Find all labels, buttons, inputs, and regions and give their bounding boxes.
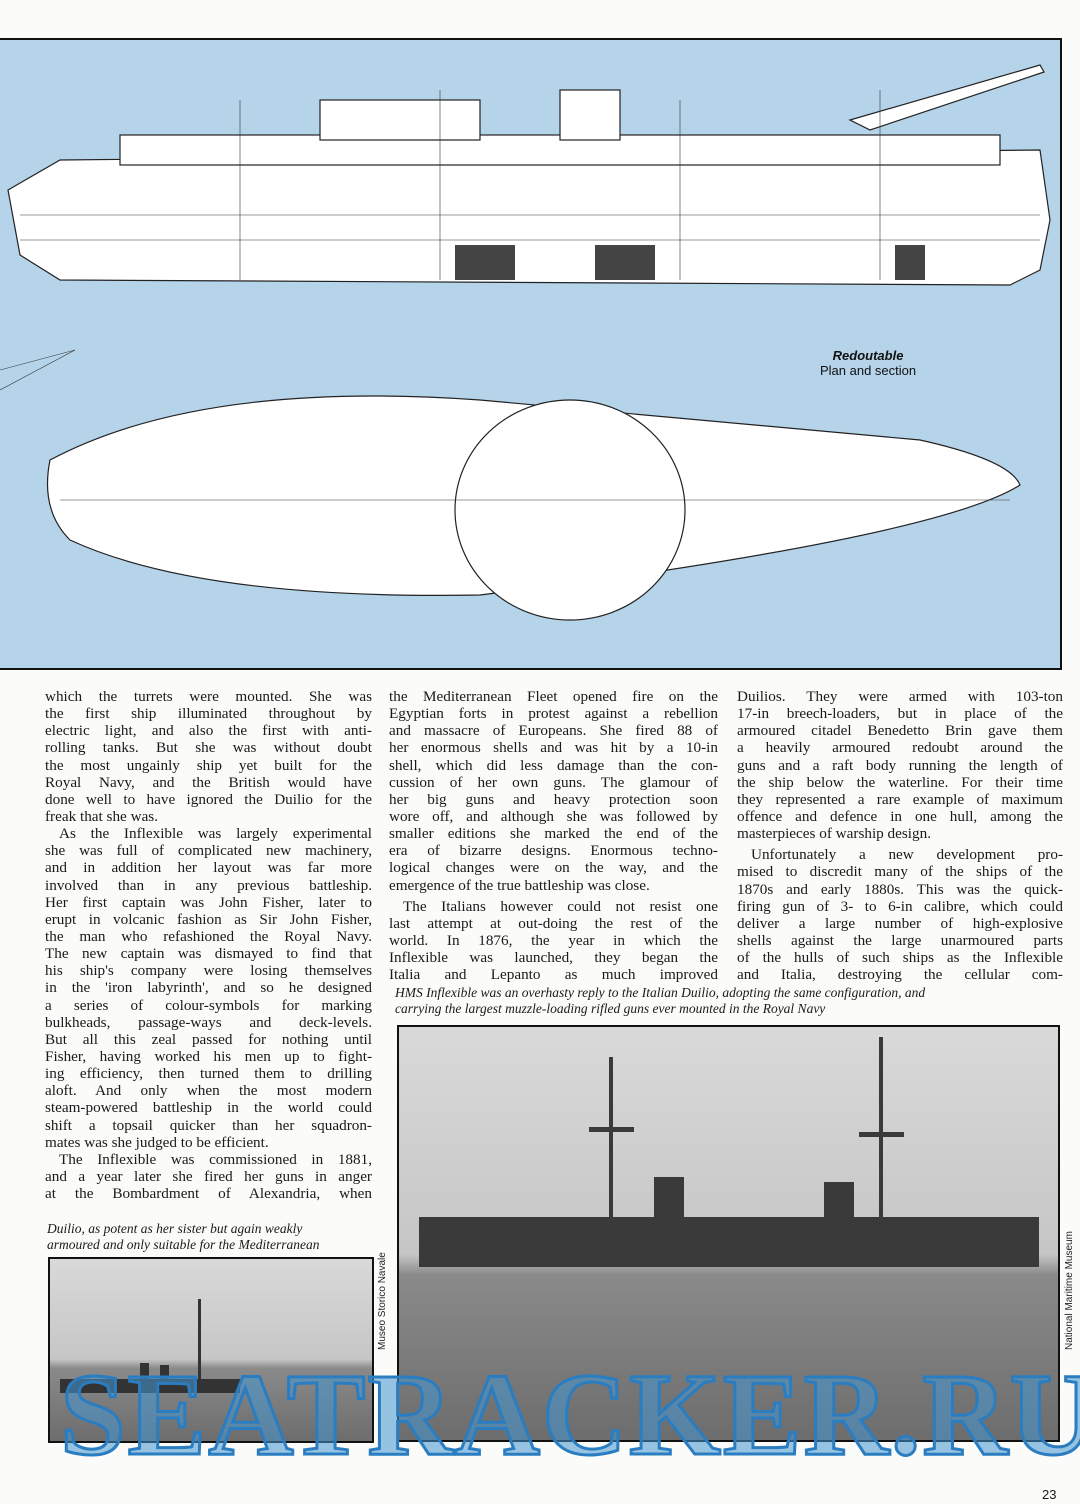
- text-line: last attempt at out-doing the rest of th…: [389, 914, 718, 932]
- text-line: The Inflexible was commissioned in 1881,: [59, 1150, 372, 1168]
- caption-line: Duilio, as potent as her sister but agai…: [47, 1221, 303, 1236]
- text-line: Egyptian forts in protest against a rebe…: [389, 705, 718, 723]
- text-line: smaller editions she marked the end of t…: [389, 825, 718, 843]
- drawing-subtitle: Plan and section: [820, 363, 917, 378]
- text-line: ing efficiency, then turned them to dril…: [45, 1065, 372, 1083]
- text-line: deliver a large number of high-explosive: [737, 914, 1063, 932]
- text-line: offence and defence in one hull, among t…: [737, 807, 1063, 825]
- text-line: wore off, and although she was followed …: [389, 807, 718, 825]
- text-line: Duilios. They were armed with 103-ton: [737, 688, 1063, 705]
- text-line: a series of colour-symbols for marking: [45, 996, 372, 1014]
- duilio-caption: Duilio, as potent as her sister but agai…: [47, 1221, 372, 1253]
- watermark: SEATRACKER.RU: [59, 1349, 1080, 1480]
- text-line: Her first captain was John Fisher, later…: [45, 893, 372, 911]
- text-line: Inflexible was launched, they began the: [389, 949, 718, 967]
- text-line: Italia and Lepanto as much improved: [389, 966, 718, 984]
- text-line: she was full of complicated new machiner…: [45, 842, 372, 860]
- text-line: The Italians however could not resist on…: [403, 897, 718, 915]
- inflexible-photo-credit: National Maritime Museum: [1064, 1231, 1075, 1350]
- text-line: the Mediterranean Fleet opened fire on t…: [389, 688, 718, 705]
- text-line: at the Bombardment of Alexandria, when: [45, 1185, 372, 1203]
- text-line: bulkheads, passage-ways and deck-levels.: [45, 1013, 372, 1031]
- text-line: Unfortunately a new development pro-: [751, 846, 1063, 864]
- text-line: the man who refashioned the Royal Navy.: [45, 927, 372, 945]
- duilio-photo: [48, 1257, 374, 1443]
- text-line: emergence of the true battleship was clo…: [389, 876, 650, 894]
- text-line: mised to discredit many of the ships of …: [737, 863, 1063, 881]
- text-line: 1870s and early 1880s. This was the quic…: [737, 880, 1063, 898]
- inflexible-photo: [397, 1025, 1060, 1442]
- text-line: steam-powered battleship in the world co…: [45, 1099, 372, 1117]
- text-line: world. In 1876, the year in which the: [389, 931, 718, 949]
- text-line: shells against the large unarmoured part…: [737, 931, 1063, 949]
- text-line: firing gun of 3- to 6-in calibre, which …: [737, 897, 1063, 915]
- text-line: cussion of her own guns. The glamour of: [389, 773, 718, 791]
- text-line: shift a topsail quicker than her squadro…: [45, 1116, 372, 1134]
- text-line: and in addition her layout was far more: [45, 859, 372, 877]
- redoutable-drawing: Redoutable Plan and section: [0, 38, 1062, 670]
- text-line: logical changes were on the way, and the: [389, 859, 718, 877]
- text-line: era of bizarre designs. Enormous techno-: [389, 842, 718, 860]
- text-line: of the hulls of such ships as the Inflex…: [737, 949, 1063, 967]
- text-line: which the turrets were mounted. She was: [45, 688, 372, 705]
- text-line: rolling tanks. But she was without doubt: [45, 739, 372, 757]
- text-line: his ship's company were losing themselve…: [45, 962, 372, 980]
- text-line: freak that she was.: [45, 807, 159, 825]
- drawing-title: Redoutable: [832, 348, 904, 363]
- text-line: Royal Navy, and the British would have: [45, 773, 372, 791]
- text-line: armoured citadel Benedetto Brin gave the…: [737, 722, 1063, 740]
- text-line: The new captain was dismayed to find tha…: [45, 945, 372, 963]
- text-line: mates was she judged to be efficient.: [45, 1133, 269, 1151]
- text-line: guns and a raft body running the length …: [737, 756, 1063, 774]
- text-line: in the 'iron labyrinth', and so he desig…: [45, 979, 372, 997]
- text-line: they represented a rare example of maxim…: [737, 790, 1063, 808]
- duilio-photo-credit: Museo Storico Navale: [377, 1252, 388, 1350]
- drawing-label: Redoutable Plan and section: [820, 348, 916, 378]
- text-line: But all this zeal passed for nothing unt…: [45, 1030, 372, 1048]
- caption-line: armoured and only suitable for the Medit…: [47, 1237, 320, 1252]
- text-line: the most ungainly ship yet built for the: [45, 756, 372, 774]
- text-line: and massacre of Europeans. She fired 88 …: [389, 722, 718, 740]
- text-line: As the Inflexible was largely experiment…: [59, 825, 372, 843]
- text-line: her big guns and heavy protection soon: [389, 790, 718, 808]
- text-column-2: the Mediterranean Fleet opened fire on t…: [389, 688, 718, 983]
- text-line: her enormous shells and was hit by a 10-…: [389, 739, 718, 757]
- caption-line: carrying the largest muzzle-loading rifl…: [395, 1001, 826, 1016]
- text-line: Fisher, having worked his men up to figh…: [45, 1047, 372, 1065]
- ship-section-and-plan-drawing: [0, 64, 1051, 621]
- text-line: and Italia, destroying the cellular com-: [737, 966, 1063, 984]
- inflexible-caption: HMS Inflexible was an overhasty reply to…: [395, 985, 1035, 1017]
- text-line: done well to have ignored the Duilio for…: [45, 790, 372, 808]
- page-number: 23: [1042, 1487, 1057, 1502]
- text-line: the ship below the waterline. For their …: [737, 773, 1063, 791]
- text-line: aloft. And only when the most modern: [45, 1082, 372, 1100]
- text-line: masterpieces of warship design.: [737, 825, 932, 843]
- text-line: the first ship illuminated throughout by: [45, 705, 372, 723]
- text-line: a heavily armoured redoubt around the: [737, 739, 1063, 757]
- text-line: shell, which did less damage than the co…: [389, 756, 718, 774]
- text-line: erupt in volcanic fashion as Sir John Fi…: [45, 910, 372, 928]
- text-line: electric light, and also the first with …: [45, 722, 372, 740]
- text-line: 17-in breech-loaders, but in place of th…: [737, 705, 1063, 723]
- text-line: involved than in any previous battleship…: [45, 876, 372, 894]
- caption-line: HMS Inflexible was an overhasty reply to…: [395, 985, 926, 1000]
- text-line: and a year later she fired her guns in a…: [45, 1167, 372, 1185]
